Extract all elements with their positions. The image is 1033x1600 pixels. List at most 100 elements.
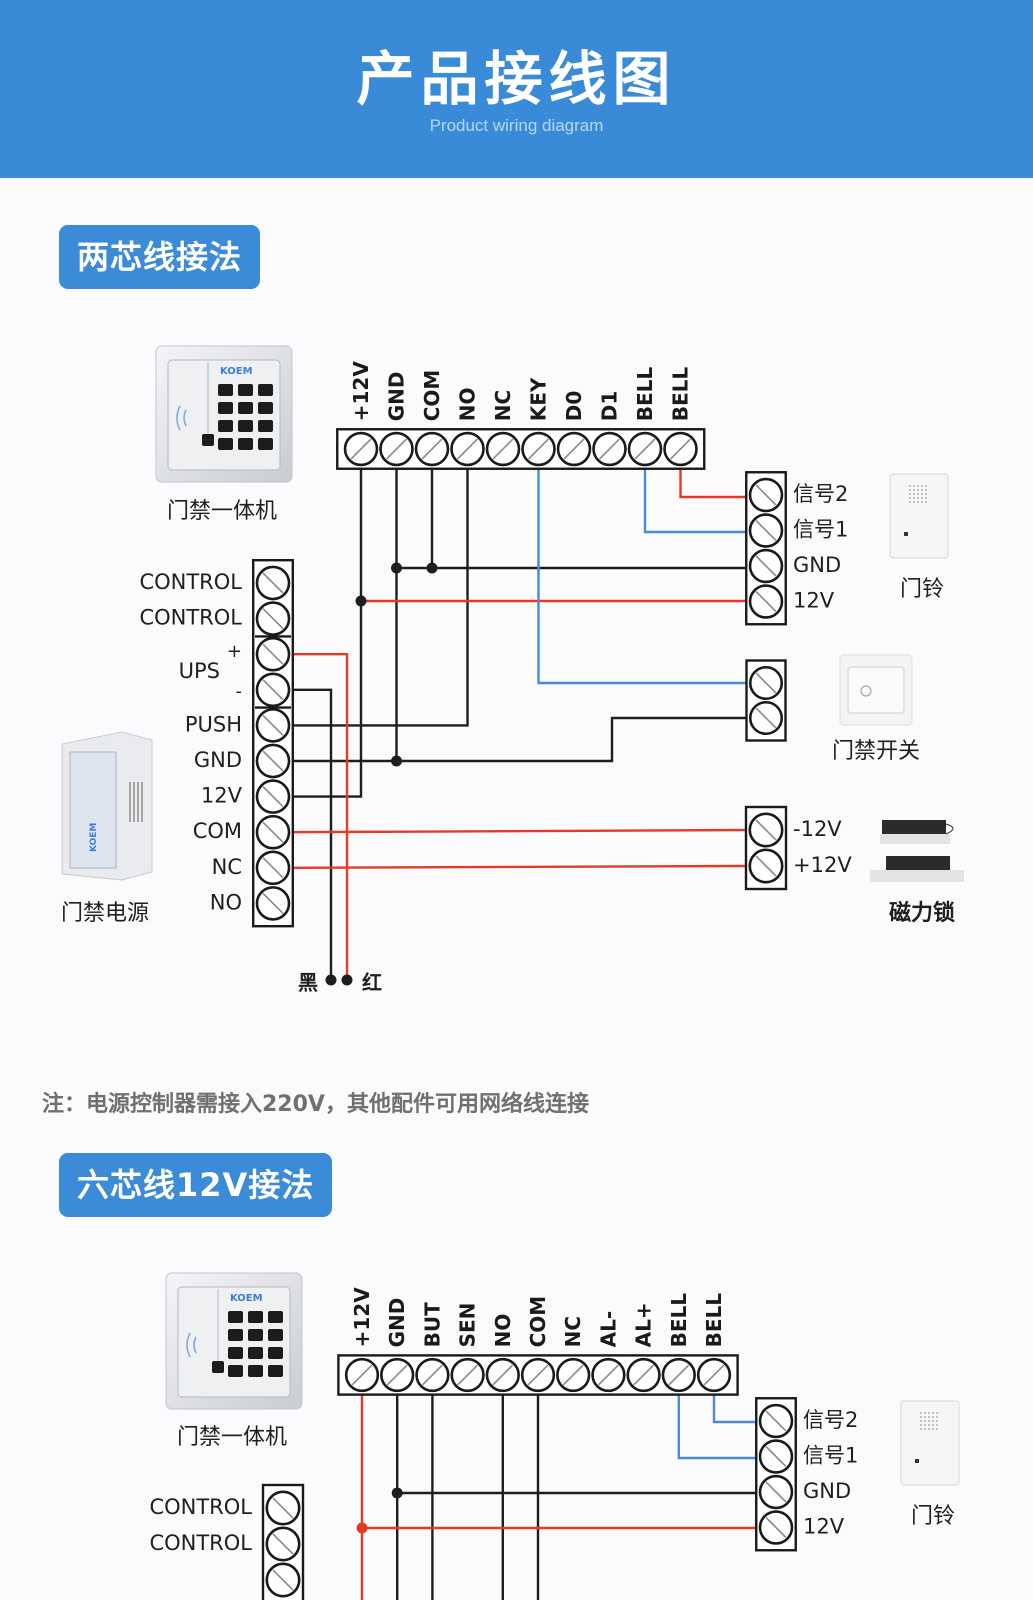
psu1-terminal-label: GND bbox=[194, 748, 242, 772]
controller2-label: 门禁一体机 bbox=[177, 1425, 287, 1450]
ups-red-lead bbox=[341, 974, 353, 986]
wire-ups-minus bbox=[291, 688, 333, 980]
psu2-terminal-block-screw-1 bbox=[265, 1526, 301, 1562]
psu1-terminal-label: PUSH bbox=[185, 712, 242, 736]
psu1-terminal-block-screw-6 bbox=[255, 779, 291, 814]
controller2-screw-6 bbox=[556, 1357, 591, 1393]
psu1-terminal-label: - bbox=[236, 681, 243, 702]
psu1-terminal-label: CONTROL bbox=[139, 606, 242, 630]
bell1-terminal-label: GND bbox=[793, 553, 841, 577]
controller1-screw-4 bbox=[485, 431, 521, 467]
controller1-terminal-label: KEY bbox=[527, 377, 551, 421]
controller1-screw-7 bbox=[592, 431, 627, 467]
controller1-terminal-label: D1 bbox=[598, 391, 622, 422]
bell2-terminal-block-screw-3 bbox=[758, 1510, 794, 1545]
bell2-terminal-label: 信号1 bbox=[803, 1444, 858, 1468]
bell1-terminal-block-screw-3 bbox=[748, 584, 784, 619]
psu1-terminal-label: + bbox=[227, 641, 242, 662]
controller1-screw-0 bbox=[343, 431, 379, 467]
lock1-label: 磁力锁 bbox=[889, 900, 955, 926]
wire-bell-signal1 bbox=[643, 467, 748, 534]
bell2-terminal-label: 12V bbox=[803, 1515, 845, 1539]
psu2-terminal-label: CONTROL bbox=[149, 1531, 252, 1555]
junction-dot bbox=[426, 562, 438, 574]
controller2-terminal-label: BELL bbox=[702, 1293, 726, 1348]
exit-switch-image bbox=[839, 654, 913, 726]
controller2-screw-8 bbox=[626, 1357, 661, 1393]
controller2-terminal-label: COM bbox=[526, 1296, 550, 1348]
access-controller-1-image: KOEM bbox=[155, 345, 293, 483]
red-lead-label: 红 bbox=[362, 971, 382, 995]
svg-text:KOEM: KOEM bbox=[230, 1293, 263, 1304]
wire-bell-signal2 bbox=[679, 467, 748, 499]
psu1-label: 门禁电源 bbox=[61, 901, 149, 926]
controller2-screw-0 bbox=[344, 1357, 380, 1393]
bell2-label: 门铃 bbox=[911, 1504, 955, 1529]
controller1-screw-2 bbox=[414, 431, 450, 467]
psu1-terminal-block-screw-1 bbox=[255, 601, 291, 636]
bell2-terminal-block-screw-0 bbox=[758, 1403, 794, 1439]
controller2-screw-3 bbox=[450, 1357, 485, 1393]
controller1-screw-6 bbox=[556, 431, 592, 467]
controller2-terminal-label: +12V bbox=[350, 1287, 374, 1348]
bell2-terminal-block-screw-1 bbox=[758, 1439, 794, 1474]
controller2-terminal-label: NO bbox=[491, 1314, 515, 1348]
bell1-label: 门铃 bbox=[900, 577, 944, 602]
controller1-terminal-label: COM bbox=[420, 370, 444, 422]
black-lead-label: 黑 bbox=[298, 971, 318, 995]
controller2-terminal-label: NC bbox=[561, 1316, 585, 1347]
switch1-label: 门禁开关 bbox=[832, 739, 920, 764]
psu1-terminal-block-screw-4 bbox=[255, 708, 291, 743]
lock1-terminal-label: -12V bbox=[793, 817, 842, 841]
psu1-terminal-block-screw-5 bbox=[255, 743, 291, 779]
lock1-terminal-block-screw-1 bbox=[748, 848, 784, 884]
psu2-terminal-label: CONTROL bbox=[149, 1495, 252, 1519]
psu2-terminal-block-screw-0 bbox=[265, 1490, 301, 1526]
switch1-terminal-block-screw-0 bbox=[748, 665, 784, 701]
section1-badge: 两芯线接法 bbox=[59, 225, 261, 289]
junction-dot bbox=[391, 1487, 403, 1499]
junction-dot bbox=[391, 562, 402, 574]
svg-text:KOEM: KOEM bbox=[220, 366, 253, 377]
controller1-screw-9 bbox=[663, 431, 698, 467]
ups-black-lead bbox=[325, 974, 337, 986]
controller1-screw-8 bbox=[627, 431, 663, 467]
psu1-terminal-label: NO bbox=[210, 890, 242, 914]
controller2-screw-7 bbox=[591, 1357, 626, 1393]
wire-12v bbox=[291, 467, 363, 798]
controller1-terminal-label: NC bbox=[491, 390, 515, 421]
controller1-terminal-label: BELL bbox=[669, 367, 693, 422]
controller2-screw-2 bbox=[415, 1357, 450, 1393]
psu1-terminal-label: COM bbox=[193, 819, 242, 843]
controller1-screw-3 bbox=[450, 431, 485, 467]
bell1-terminal-label: 信号2 bbox=[793, 482, 848, 506]
lock1-terminal-block-screw-0 bbox=[748, 812, 784, 848]
lock1-terminal-label: +12V bbox=[793, 853, 852, 877]
controller1-label: 门禁一体机 bbox=[167, 499, 277, 524]
controller2-terminal-label: GND bbox=[385, 1298, 409, 1348]
psu1-terminal-block-screw-2 bbox=[255, 636, 291, 672]
wire-gnd-switch bbox=[291, 716, 748, 763]
page-subtitle: Product wiring diagram bbox=[429, 116, 604, 135]
controller2-terminal-label: AL+ bbox=[632, 1302, 656, 1347]
doorbell-1-image bbox=[889, 473, 949, 559]
controller2-terminal-label: SEN bbox=[456, 1303, 480, 1348]
controller2-screw-10 bbox=[696, 1357, 732, 1393]
wire2-bell-signal1 bbox=[677, 1393, 758, 1460]
controller1-terminal-label: D0 bbox=[562, 391, 586, 422]
bell1-terminal-block-screw-0 bbox=[748, 477, 784, 513]
controller2-screw-9 bbox=[661, 1357, 696, 1393]
svg-text:KOEM: KOEM bbox=[89, 823, 99, 852]
junction-dot bbox=[391, 755, 402, 767]
junction-dot bbox=[355, 595, 367, 607]
psu1-ups-label: UPS bbox=[179, 659, 220, 683]
psu1-terminal-block-screw-0 bbox=[255, 565, 291, 601]
bell1-terminal-block-screw-2 bbox=[748, 548, 784, 584]
psu1-terminal-label: NC bbox=[212, 855, 242, 879]
wire-lock-com bbox=[290, 828, 749, 834]
controller2-terminal-label: BELL bbox=[667, 1293, 691, 1348]
bell1-terminal-label: 12V bbox=[793, 589, 835, 613]
psu2-terminal-block-screw-2 bbox=[265, 1562, 301, 1598]
bell2-terminal-block-screw-2 bbox=[758, 1474, 794, 1510]
